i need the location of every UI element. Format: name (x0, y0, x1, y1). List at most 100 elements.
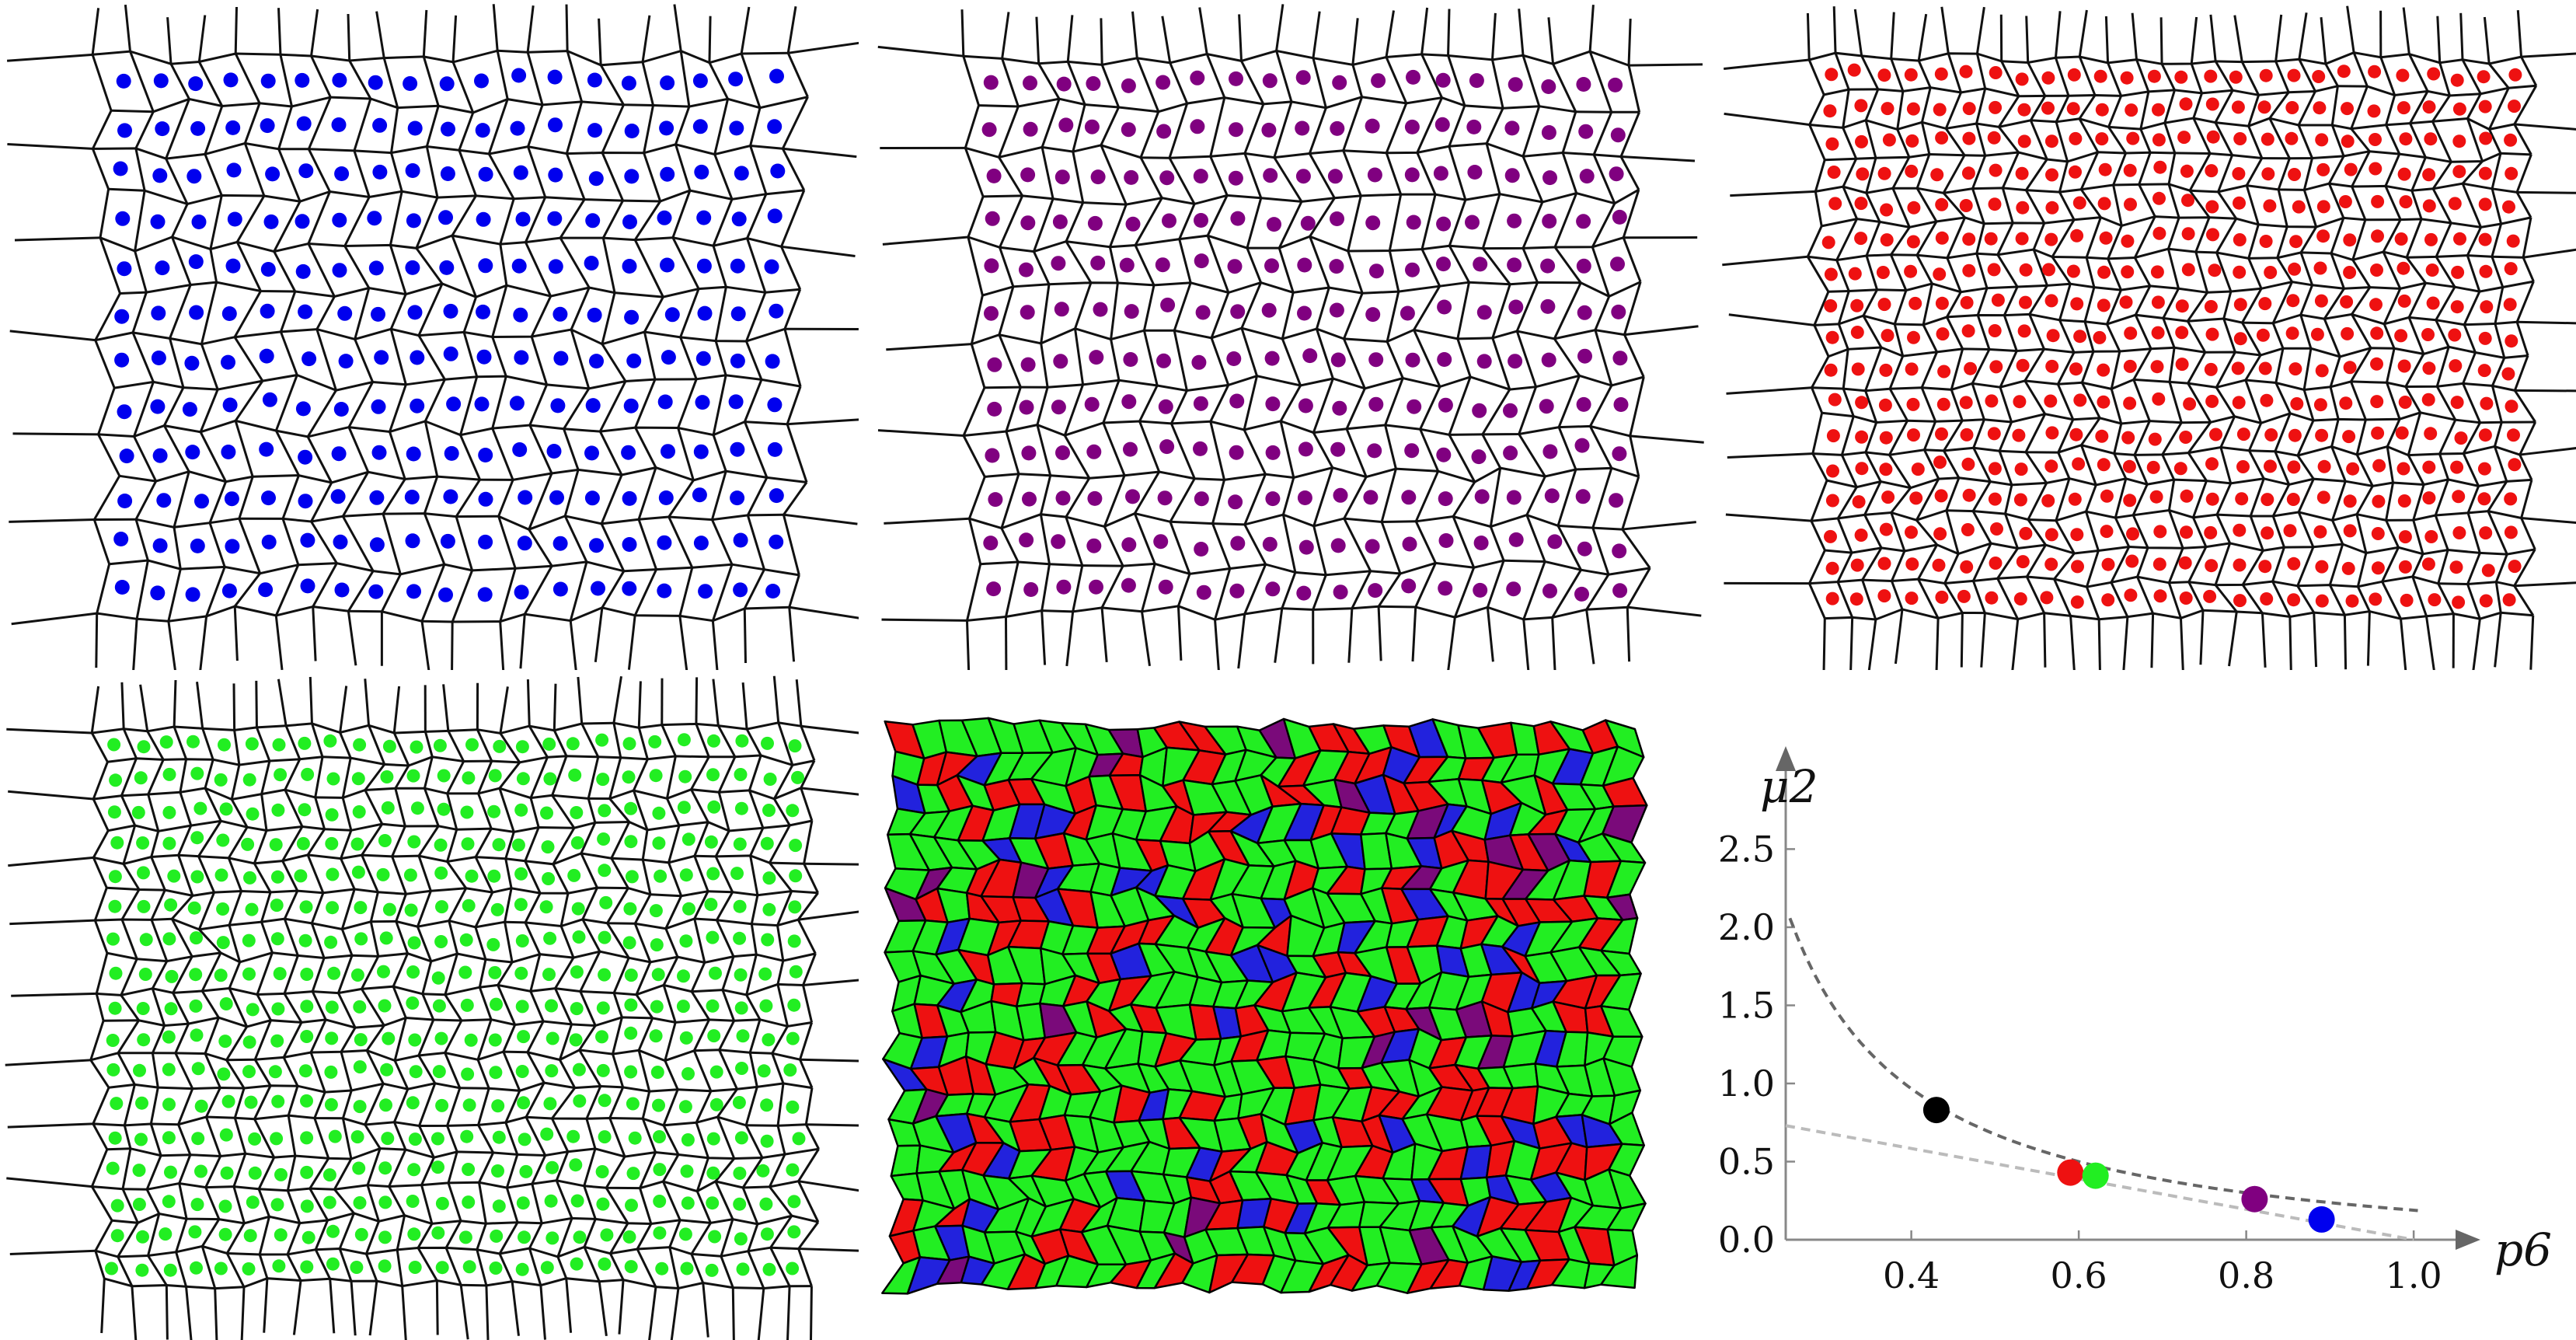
cell-edge (117, 1222, 139, 1258)
particle (787, 1225, 801, 1239)
cell-edge (96, 564, 111, 614)
cell-edge (92, 798, 110, 832)
cell-edge (771, 1052, 785, 1084)
cell-edge (526, 51, 544, 106)
cell-edge (255, 727, 271, 762)
cell-edge (2491, 223, 2503, 257)
cell-edge (235, 195, 266, 243)
cell-edge (418, 1125, 435, 1158)
cell-edge-row (963, 49, 1630, 67)
cell-edge (746, 476, 769, 516)
cell-edge (2271, 281, 2293, 324)
particle (660, 75, 675, 91)
cell-edge (2466, 226, 2482, 256)
particle (2147, 69, 2161, 83)
ray-bottom (1141, 611, 1151, 667)
particle (117, 123, 132, 138)
cell-edge (336, 954, 354, 994)
particle (1540, 258, 1556, 274)
cell-edge (274, 374, 298, 431)
particle (1877, 68, 1891, 82)
cell-edge (1813, 291, 1830, 326)
cell-edge (477, 760, 493, 794)
particle (162, 836, 176, 850)
particle (1406, 215, 1421, 230)
particle (1402, 536, 1417, 552)
cell-edge (178, 1154, 192, 1185)
particle (756, 1164, 770, 1178)
cell-edge (314, 1249, 332, 1279)
particle (544, 1194, 558, 1208)
particle (151, 305, 166, 321)
cell-edge (2190, 63, 2203, 94)
cell-edge (797, 919, 817, 954)
particle (2150, 360, 2164, 374)
cell-edge (1864, 89, 1880, 121)
cell-edge (455, 516, 474, 571)
particle (323, 734, 337, 748)
cell-edge (366, 1148, 382, 1186)
cell-edge (1481, 389, 1511, 435)
particle (190, 870, 204, 884)
cell-edge (283, 890, 299, 920)
particle (770, 163, 786, 179)
cell-edge (389, 190, 403, 246)
particle (156, 493, 172, 508)
cell-edge (1315, 287, 1330, 330)
cell-edge (1975, 53, 1987, 89)
particle (107, 738, 121, 752)
particle (1881, 329, 1895, 343)
particle (758, 967, 772, 981)
particle (550, 398, 566, 414)
cell-edge (2330, 446, 2347, 482)
ray-top (2104, 16, 2110, 63)
particle (1825, 68, 1839, 82)
cell-edge (1972, 447, 1992, 483)
particle (1124, 304, 1139, 319)
cell-edge (1486, 560, 1505, 608)
particle (1363, 490, 1379, 505)
cell-edge (393, 1017, 407, 1061)
cell-edge (1842, 186, 1858, 220)
particle (2283, 524, 2297, 538)
ray-right (2516, 190, 2576, 194)
ray-left (886, 343, 972, 351)
cell-edge (1005, 561, 1020, 617)
particle (1828, 393, 1842, 407)
particle (2339, 396, 2353, 410)
particle (134, 1132, 148, 1146)
cell-edge (776, 1083, 785, 1126)
particle (1476, 354, 1492, 369)
cell-edge (2054, 57, 2070, 96)
cell-edge (2133, 256, 2152, 287)
cell-edge (2166, 217, 2180, 250)
cell-edge (446, 1125, 458, 1153)
y-axis-title: μ2 (1760, 760, 1818, 813)
ray-top (277, 8, 282, 55)
cell-edge (693, 891, 709, 920)
particle (587, 72, 602, 88)
cell-edge (1888, 420, 1908, 455)
particle (625, 1199, 638, 1213)
cell-edge (2083, 321, 2095, 352)
cell-edge (566, 51, 584, 103)
particle (1368, 263, 1384, 279)
particle (367, 211, 382, 226)
cell-edge (1865, 192, 1881, 223)
particle (2153, 160, 2167, 174)
cell-edge (714, 856, 734, 893)
particle (622, 581, 637, 596)
cell-edge (1240, 60, 1265, 105)
cell-edge (690, 789, 709, 823)
particle (1121, 537, 1137, 553)
particle (440, 166, 455, 181)
particle (242, 967, 256, 981)
particle (214, 773, 228, 787)
ray-bottom (368, 1280, 378, 1336)
cell-edge (637, 728, 649, 760)
cell-edge (129, 51, 155, 113)
particle (984, 305, 999, 321)
particle (763, 773, 777, 786)
cell-edge (583, 1246, 601, 1282)
cell-edge (2515, 321, 2529, 356)
